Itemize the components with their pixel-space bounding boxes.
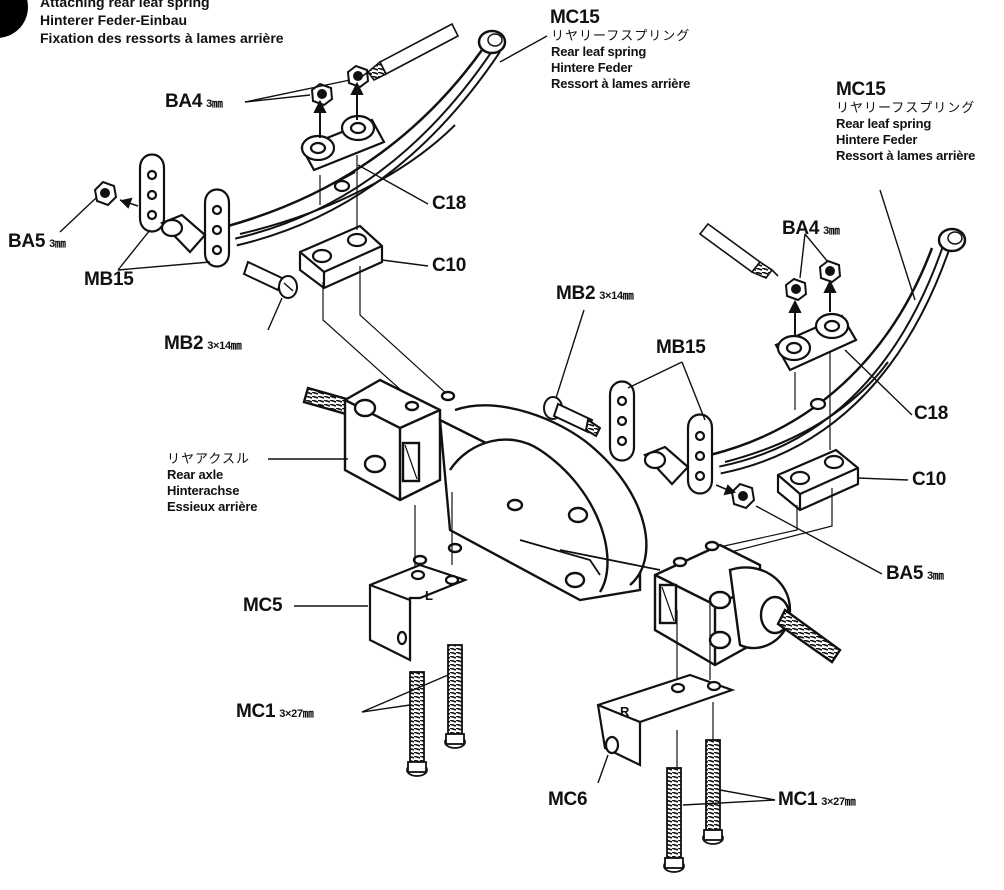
part-code: BA5 <box>886 563 924 584</box>
part-code: MC1 <box>778 789 818 810</box>
rear-axle-housing <box>302 378 842 667</box>
left-mb2-screw <box>242 260 298 299</box>
left-c10-mount <box>298 224 384 290</box>
part-code: C10 <box>912 469 946 490</box>
desc-fr: Essieux arrière <box>167 499 258 514</box>
part-size: 3㎜ <box>927 570 944 582</box>
desc-jp: リヤアクスル <box>167 451 250 466</box>
part-size: 3×14㎜ <box>207 340 242 352</box>
mc6-bracket: R <box>596 673 736 767</box>
part-code: MC1 <box>236 701 276 722</box>
part-code: MC6 <box>548 789 588 810</box>
header-line-de: Hinterer Feder-Einbau <box>40 12 188 28</box>
label-mc5: MC5 <box>243 595 283 616</box>
label-mb15-left: MB15 <box>84 269 134 290</box>
left-shackle-plates <box>138 153 231 268</box>
desc-fr: Ressort à lames arrière <box>551 76 691 91</box>
right-c10-mount <box>776 448 860 512</box>
header-line-en: Attaching rear leaf spring <box>40 0 210 10</box>
desc-en: Rear leaf spring <box>551 44 647 59</box>
part-code: MC15 <box>836 79 886 100</box>
label-c18-right: C18 <box>914 404 948 424</box>
part-size: 3㎜ <box>206 98 223 110</box>
label-mc15-right: MC15 <box>836 79 886 100</box>
right-c18-mount <box>774 312 858 411</box>
right-grease-tube <box>698 222 779 279</box>
right-shackle-plates <box>608 380 714 495</box>
right-leaf-spring <box>709 227 967 475</box>
part-code: MB2 <box>556 283 596 304</box>
mc1-screws-right <box>663 702 724 873</box>
label-c10-left: C10 <box>432 256 466 276</box>
desc-de: Hinterachse <box>167 483 240 498</box>
part-code: C18 <box>914 403 948 424</box>
mc5-bracket: L <box>368 563 469 662</box>
label-mc15-top: MC15 <box>550 7 600 28</box>
part-size: 3㎜ <box>49 238 66 250</box>
part-code: MB15 <box>656 337 706 358</box>
left-ba5-nut <box>93 180 139 209</box>
part-code: MC5 <box>243 595 283 616</box>
left-ba4-nuts <box>310 64 370 138</box>
part-size: 3×27㎜ <box>279 708 314 720</box>
header-line-fr: Fixation des ressorts à lames arrière <box>40 30 284 46</box>
part-size: 3×27㎜ <box>821 796 856 808</box>
left-leaf-spring <box>227 29 507 247</box>
desc-de: Hintere Feder <box>551 60 633 75</box>
desc-rear-axle: リヤアクスル Rear axle Hinterachse Essieux arr… <box>167 451 257 515</box>
part-code: C18 <box>432 193 466 214</box>
step-header: Attaching rear leaf spring Hinterer Fede… <box>40 0 284 47</box>
mc1-screws-left <box>406 644 466 777</box>
label-mc6: MC6 <box>548 789 588 810</box>
part-code: BA5 <box>8 231 46 252</box>
left-c18-mount <box>300 114 386 193</box>
right-mb2-screw <box>543 396 602 438</box>
bracket-left-mark: L <box>425 588 433 603</box>
left-grease-tube <box>359 22 460 82</box>
desc-en: Rear leaf spring <box>836 116 932 131</box>
label-c18-left: C18 <box>432 194 466 214</box>
part-code: MB15 <box>84 269 134 290</box>
desc-mc15-top: リヤリーフスプリング Rear leaf spring Hintere Fede… <box>551 28 690 92</box>
right-ba5-nut <box>715 482 756 510</box>
desc-mc15-right: リヤリーフスプリング Rear leaf spring Hintere Fede… <box>836 100 975 164</box>
bracket-right-mark: R <box>620 704 630 719</box>
desc-jp: リヤリーフスプリング <box>836 100 976 115</box>
part-code: BA4 <box>782 218 820 239</box>
desc-de: Hintere Feder <box>836 132 918 147</box>
label-mb15-right: MB15 <box>656 337 706 358</box>
part-code: C10 <box>432 255 466 276</box>
part-code: MC15 <box>550 7 600 28</box>
desc-jp: リヤリーフスプリング <box>551 28 691 43</box>
part-size: 3×14㎜ <box>599 290 634 302</box>
part-code: BA4 <box>165 91 203 112</box>
right-guide-lines <box>679 352 833 566</box>
desc-en: Rear axle <box>167 467 224 482</box>
left-guide-lines <box>319 155 449 401</box>
label-c10-right: C10 <box>912 470 946 490</box>
desc-fr: Ressort à lames arrière <box>836 148 976 163</box>
part-size: 3㎜ <box>823 225 840 237</box>
leader-lines <box>59 35 916 806</box>
part-code: MB2 <box>164 333 204 354</box>
centre-guide-lines <box>414 492 711 690</box>
